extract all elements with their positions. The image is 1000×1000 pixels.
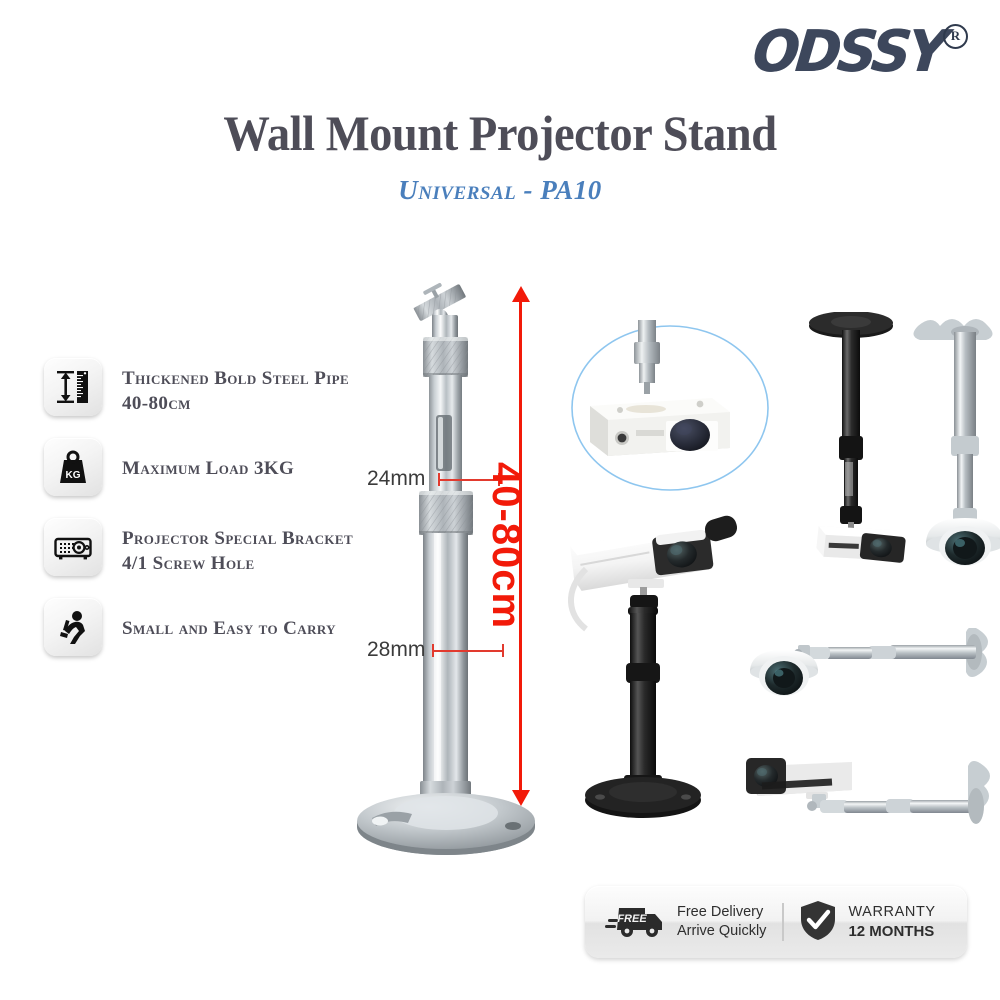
ceiling-mounted-silver-dome-camera-photo: [910, 312, 1000, 572]
running-person-icon: [44, 598, 102, 656]
shield-check-icon: [798, 899, 838, 946]
warranty-line-1: WARRANTY: [848, 904, 936, 920]
page-subtitle: Universal - PA10: [398, 175, 602, 205]
feature-line-1: Thickened Bold Steel Pipe: [122, 368, 350, 389]
diameter-tick-top-cap-r: [498, 473, 500, 486]
diameter-tick-top-cap-l: [438, 473, 440, 486]
projector-on-stand-photo: [560, 320, 780, 500]
banner-divider: [782, 903, 785, 941]
arrow-head-down-icon: [512, 790, 530, 806]
trust-banner: FREE Free Delivery Arrive Quickly WARRAN…: [585, 886, 967, 958]
feature-text: Projector Special Bracket 4/1 Screw Hole: [122, 526, 422, 576]
feature-item-max-load: KG Maximum Load 3KG: [44, 438, 374, 518]
feature-line-2: 40-80cm: [122, 393, 191, 414]
feature-text: Maximum Load 3KG: [122, 456, 422, 481]
diameter-label-bottom: 28mm: [367, 638, 426, 661]
arrow-head-up-icon: [512, 286, 530, 302]
feature-line-1: Projector Special Bracket: [122, 528, 354, 549]
feature-text: Small and Easy to Carry: [122, 616, 422, 641]
projector-icon: [44, 518, 102, 576]
warranty-line-2: 12 MONTHS: [848, 923, 935, 940]
arrow-shaft: [519, 296, 522, 796]
weight-kg-icon: KG: [44, 438, 102, 496]
warranty-text: WARRANTY 12 MONTHS: [848, 903, 935, 941]
bullet-camera-on-black-stand-photo: [552, 495, 767, 825]
feature-item-portable: Small and Easy to Carry: [44, 598, 374, 678]
diameter-tick-bottom-cap-l: [432, 644, 434, 657]
registered-trademark-icon: R: [943, 24, 968, 49]
delivery-line-1: Free Delivery: [677, 904, 764, 920]
main-product-stand-photo: [350, 275, 565, 860]
feature-line-1: Small and Easy to Carry: [122, 618, 336, 639]
svg-text:KG: KG: [66, 470, 81, 481]
brand-logo-text: ODSSY: [749, 18, 948, 85]
warranty-block: WARRANTY 12 MONTHS: [798, 899, 935, 946]
feature-line-2: 4/1 Screw Hole: [122, 553, 255, 574]
feature-text: Thickened Bold Steel Pipe 40-80cm: [122, 366, 422, 416]
ruler-height-icon: [44, 358, 102, 416]
free-delivery-block: FREE Free Delivery Arrive Quickly: [585, 900, 766, 945]
delivery-truck-icon: FREE: [605, 900, 667, 945]
diameter-tick-top: [438, 479, 500, 481]
diameter-tick-bottom: [432, 650, 504, 652]
feature-line-1: Maximum Load 3KG: [122, 458, 295, 479]
wall-mounted-dome-camera-photo: [740, 627, 990, 738]
diameter-label-top: 24mm: [367, 467, 426, 490]
diameter-tick-bottom-cap-r: [502, 644, 504, 657]
ceiling-mounted-black-bullet-camera-photo: [795, 311, 915, 572]
wall-mounted-bullet-camera-photo: [728, 740, 993, 855]
delivery-text: Free Delivery Arrive Quickly: [677, 903, 766, 941]
feature-item-steel-pipe: Thickened Bold Steel Pipe 40-80cm: [44, 358, 374, 438]
feature-item-projector-bracket: Projector Special Bracket 4/1 Screw Hole: [44, 518, 374, 598]
delivery-line-2: Arrive Quickly: [677, 923, 767, 939]
length-dimension-arrow: [512, 286, 530, 806]
free-badge-text: FREE: [617, 913, 647, 925]
feature-list: Thickened Bold Steel Pipe 40-80cm KG Max…: [44, 358, 374, 678]
length-range-label: 40-80cm: [484, 462, 528, 630]
page-title: Wall Mount Projector Stand: [223, 105, 777, 161]
brand-logo: ODSSY R: [744, 14, 974, 92]
